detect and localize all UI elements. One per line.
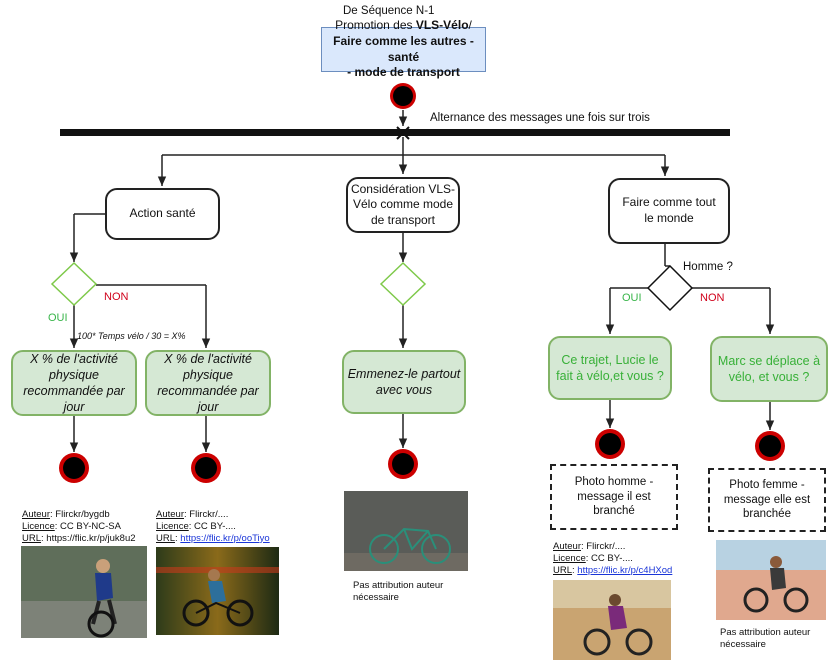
credit1-url-label: URL [22,532,42,544]
credit3-auteur-label: Auteur [553,541,581,552]
credit2-url-link[interactable]: https://flic.kr/p/ooTiyo [180,532,270,544]
fork-label: Alternance des messages une fois sur tro… [430,112,650,124]
action-sante-box: Action santé [105,188,220,240]
photo-woman-bike [553,580,671,660]
credit3-licence: : CC BY-.... [585,552,633,564]
credit-block-2: Auteur: Flirckr/.... Licence: CC BY-....… [156,509,270,545]
transport-box: Considération VLS-Vélo comme mode de tra… [346,177,460,233]
homme-non-label: NON [700,292,725,304]
no-attribution-2: Pas attribution auteur nécessaire [720,627,811,650]
promo-line2: Faire comme les autres - santé [333,33,474,64]
credit1-licence: : CC BY-NC-SA [54,520,121,532]
promo-bold: VLS-Vélo [415,18,469,33]
end-node-1 [59,453,89,483]
end-node-4 [595,429,625,459]
credit1-auteur: : Flirckr/bygdb [50,509,110,520]
credit2-url-label: URL [156,532,176,544]
no-attribution-1: Pas attribution auteur nécessaire [353,580,444,603]
credit3-url-link[interactable]: https://flic.kr/p/c4HXod [577,564,673,576]
credit1-licence-label: Licence [22,520,55,532]
promotion-box: Promotion des VLS-Vélo/ Faire comme les … [321,18,486,79]
credit2-auteur: : Flirckr/.... [184,509,229,520]
promo-prefix: Promotion des [335,18,416,33]
end-node-3 [388,449,418,479]
credit-block-3: Auteur: Flirckr/.... Licence: CC BY-....… [553,541,672,577]
promo-line3: - mode de transport [347,65,460,80]
photo-woman-street [716,540,826,620]
message-sante-2: X % de l'activité physique recommandée p… [145,350,271,416]
sante-oui-label: OUI [48,312,68,324]
photo-bike-wall [344,491,468,571]
formula-label: 100* Temps vélo / 30 = X% [77,331,186,341]
start-node [390,83,416,109]
photo-cyclist-motion [156,547,279,635]
credit2-auteur-label: Auteur [156,509,184,520]
message-sante-1: X % de l'activité physique recommandée p… [11,350,137,416]
end-node-5 [755,431,785,461]
credit3-licence-label: Licence [553,552,586,564]
credit3-url-label: URL [553,564,573,576]
note-photo-homme: Photo homme - message il est branché [550,464,678,530]
photo-cyclist-road [21,546,147,638]
faire-comme-box: Faire comme tout le monde [608,178,730,244]
promo-suffix: / [468,18,472,33]
header-label: De Séquence N-1 [343,5,435,17]
credit2-url-sep: : [175,532,181,544]
homme-question: Homme ? [683,261,733,273]
note-photo-femme: Photo femme - message elle est branchée [708,468,826,532]
credit1-auteur-label: Auteur [22,509,50,520]
message-marc: Marc se déplace à vélo, et vous ? [710,336,828,402]
sante-non-label: NON [104,291,129,303]
credit3-url-sep: : [572,564,578,576]
message-transport: Emmenez-le partout avec vous [342,350,466,414]
credit1-url: : https://flic.kr/p/juk8u2 [41,532,136,544]
credit3-auteur: : Flirckr/.... [581,541,626,552]
credit2-licence-label: Licence [156,520,189,532]
homme-oui-label: OUI [622,292,642,304]
credit-block-1: Auteur: Flirckr/bygdb Licence: CC BY-NC-… [22,509,136,545]
message-lucie: Ce trajet, Lucie le fait à vélo,et vous … [548,336,672,400]
credit2-licence: : CC BY-.... [188,520,236,532]
end-node-2 [191,453,221,483]
